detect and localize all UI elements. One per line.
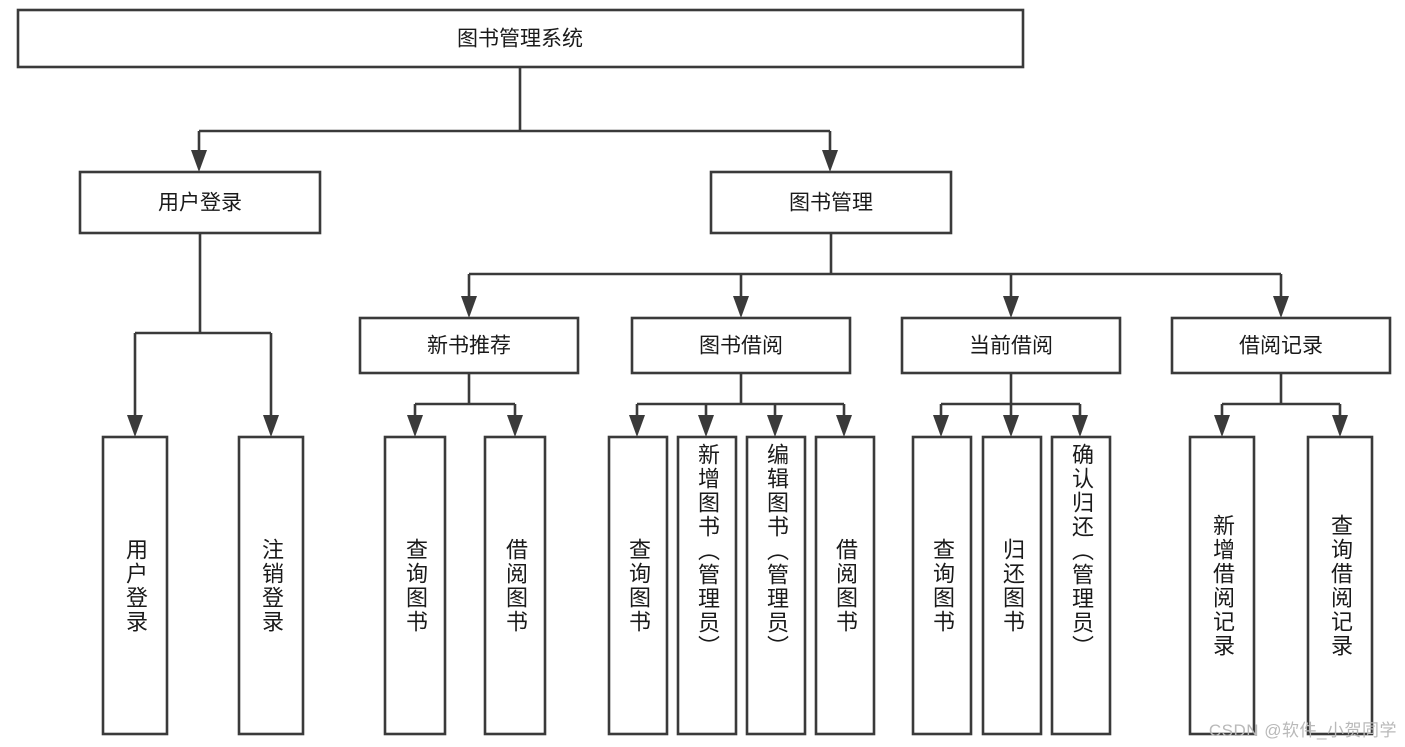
connector-book-borrow-to-leaves <box>629 373 852 437</box>
watermark: CSDN @软件_小贺同学 <box>1208 721 1397 740</box>
arrow-head-leaf-add-book <box>698 415 714 437</box>
node-book-management-label: 图书管理 <box>789 192 873 215</box>
connector-user-login-to-leaves <box>127 233 279 437</box>
arrow-head-leaf-user-login <box>127 415 143 437</box>
node-new-book-recommend-label: 新书推荐 <box>427 335 511 358</box>
arrow-head-new-book-recommend <box>461 296 477 318</box>
node-borrow-record-label: 借阅记录 <box>1239 335 1323 358</box>
leaf-box-logout[interactable] <box>237 435 305 736</box>
arrow-head-current-borrow <box>1003 296 1019 318</box>
arrow-head-leaf-add-record <box>1214 415 1230 437</box>
arrow-head-leaf-query-book-2 <box>629 415 645 437</box>
arrow-head-leaf-return-book <box>1003 415 1019 437</box>
node-new-book-recommend-box[interactable] <box>358 316 580 375</box>
connector-current-borrow-to-leaves <box>933 373 1088 437</box>
arrow-head-leaf-borrow-book-1 <box>507 415 523 437</box>
node-root-label: 图书管理系统 <box>457 28 583 51</box>
node-current-borrow-label: 当前借阅 <box>969 335 1053 358</box>
arrow-head-leaf-confirm-return <box>1072 415 1088 437</box>
leaf-box-query-book-2[interactable] <box>607 435 669 736</box>
leaf-box-return-book[interactable] <box>981 435 1043 736</box>
leaf-box-query-book-3[interactable] <box>911 435 973 736</box>
arrow-head-leaf-logout <box>263 415 279 437</box>
node-current-borrow[interactable]: 当前借阅 <box>900 316 1122 375</box>
node-borrow-record[interactable]: 借阅记录 <box>1170 316 1392 375</box>
leaf-box-add-record[interactable] <box>1188 435 1256 736</box>
arrow-head-leaf-borrow-book-2 <box>836 415 852 437</box>
connector-borrow-record-to-leaves <box>1214 373 1348 437</box>
arrow-head-leaf-edit-book <box>767 415 783 437</box>
leaf-box-confirm-return[interactable] <box>1050 435 1112 736</box>
leaf-box-add-book[interactable] <box>676 435 738 736</box>
node-current-borrow-box[interactable] <box>900 316 1122 375</box>
node-root-box[interactable] <box>16 8 1025 69</box>
node-root[interactable]: 图书管理系统 <box>16 8 1025 69</box>
node-user-login[interactable]: 用户登录 <box>78 170 322 235</box>
node-user-login-label: 用户登录 <box>158 192 242 215</box>
arrow-head-book-manage <box>822 150 838 172</box>
arrow-head-leaf-query-book-1 <box>407 415 423 437</box>
node-new-book-recommend[interactable]: 新书推荐 <box>358 316 580 375</box>
leaf-box-query-record[interactable] <box>1306 435 1374 736</box>
node-book-borrow[interactable]: 图书借阅 <box>630 316 852 375</box>
arrow-head-borrow-record <box>1273 296 1289 318</box>
node-book-borrow-label: 图书借阅 <box>699 335 783 358</box>
leaf-box-query-book-1[interactable] <box>383 435 447 736</box>
node-book-management[interactable]: 图书管理 <box>709 170 953 235</box>
connector-new-book-recommend-to-leaves <box>407 373 523 437</box>
arrow-head-leaf-query-record <box>1332 415 1348 437</box>
connector-root-to-level2 <box>191 67 838 172</box>
leaf-box-borrow-book-2[interactable] <box>814 435 876 736</box>
node-book-management-box[interactable] <box>709 170 953 235</box>
arrow-head-user-login <box>191 150 207 172</box>
leaf-box-edit-book[interactable] <box>745 435 807 736</box>
connector-book-management-to-level3 <box>461 233 1289 318</box>
leaf-box-user-login[interactable] <box>101 435 169 736</box>
node-book-borrow-box[interactable] <box>630 316 852 375</box>
node-borrow-record-box[interactable] <box>1170 316 1392 375</box>
arrow-head-leaf-query-book-3 <box>933 415 949 437</box>
arrow-head-book-borrow <box>733 296 749 318</box>
leaf-box-borrow-book-1[interactable] <box>483 435 547 736</box>
